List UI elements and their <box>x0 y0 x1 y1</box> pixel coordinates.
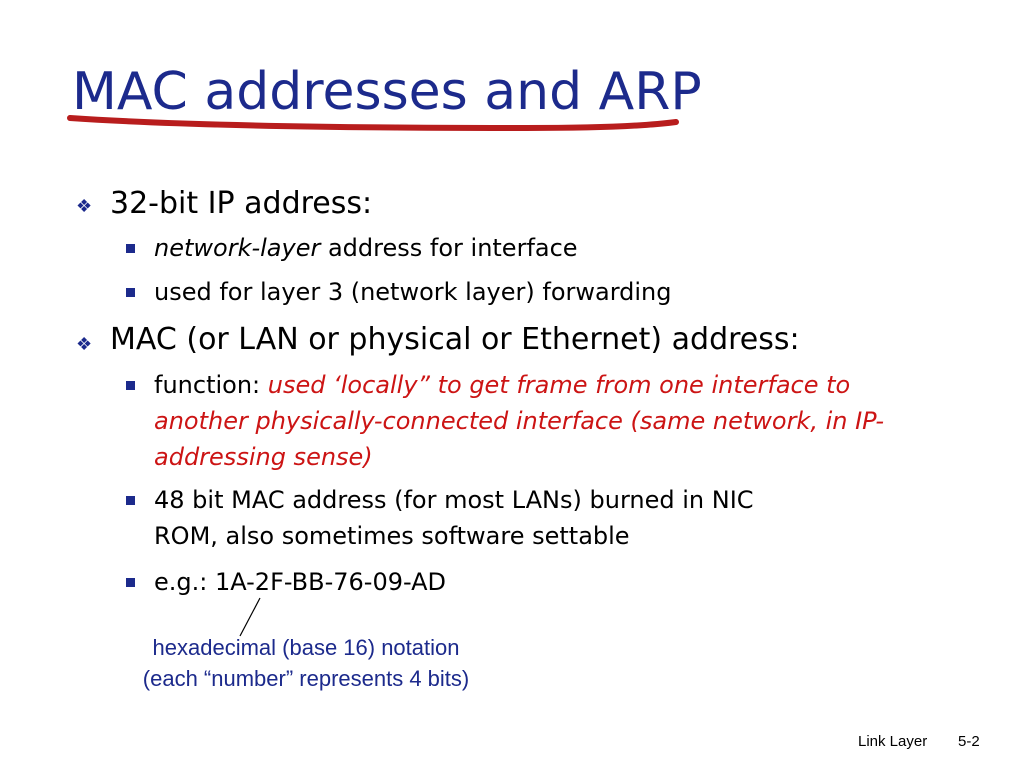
sub-bullet-example: e.g.: 1A-2F-BB-76-09-AD <box>154 568 447 596</box>
square-bullet-icon <box>126 578 135 587</box>
function-label: function: <box>154 371 268 399</box>
sub-bullet-forwarding: used for layer 3 (network layer) forward… <box>154 278 672 306</box>
48bit-line1: 48 bit MAC address (for most LANs) burne… <box>154 486 754 514</box>
square-bullet-icon <box>126 288 135 297</box>
bullet-mac-address: MAC (or LAN or physical or Ethernet) add… <box>110 322 800 357</box>
callout-line1: hexadecimal (base 16) notation <box>152 635 460 660</box>
sub-bullet-48bit: 48 bit MAC address (for most LANs) burne… <box>154 482 754 554</box>
square-bullet-icon <box>126 496 135 505</box>
page-title: MAC addresses and ARP <box>72 62 702 122</box>
function-text-line1: used ‘locally” to get frame from one int… <box>267 371 851 399</box>
footer-section: Link Layer <box>858 733 928 750</box>
function-text-line3: addressing sense) <box>154 443 373 471</box>
bullet-ip-address: 32-bit IP address: <box>110 186 373 221</box>
network-layer-term: network-layer <box>154 234 321 262</box>
sub-bullet-function: function: used ‘locally” to get frame fr… <box>154 367 884 475</box>
callout-line2: (each “number” represents 4 bits) <box>142 666 470 691</box>
callout-connector-line <box>239 597 261 637</box>
footer-page-number: 5-2 <box>958 733 980 750</box>
network-layer-rest: address for interface <box>320 234 578 262</box>
four-diamond-icon: ❖ <box>76 334 93 354</box>
title-underline <box>67 115 679 132</box>
48bit-line2: ROM, also sometimes software settable <box>154 522 630 550</box>
function-text-line2: another physically-connected interface (… <box>154 407 884 435</box>
square-bullet-icon <box>126 244 135 253</box>
sub-bullet-network-layer: network-layer address for interface <box>154 230 578 266</box>
four-diamond-icon: ❖ <box>76 196 93 216</box>
square-bullet-icon <box>126 381 135 390</box>
hex-notation-callout: hexadecimal (base 16) notation (each “nu… <box>96 632 516 694</box>
